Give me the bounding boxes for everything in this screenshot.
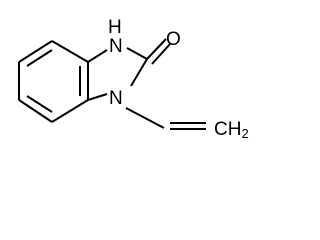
chemical-structure: H N O N CH2 <box>18 17 249 141</box>
bond-n-vinyl <box>125 107 165 129</box>
bond-n-c <box>87 93 108 101</box>
ring-bond-5 <box>18 99 53 123</box>
ring-double-bond-1 <box>26 49 53 67</box>
vinyl-group <box>125 107 206 130</box>
carbonyl <box>146 38 171 65</box>
benzene-ring <box>18 40 89 123</box>
atom-label-n-vinyl: N <box>109 88 123 109</box>
ring-bond-1 <box>18 40 53 63</box>
atom-label-ch2: CH2 <box>214 119 249 141</box>
imidazolone-ring <box>87 47 148 101</box>
ch2-main-text: CH <box>214 119 241 140</box>
carbonyl-bond-1 <box>146 38 167 60</box>
atom-label-nh: N <box>109 36 123 57</box>
atom-label-oxygen: O <box>166 29 181 50</box>
bond-c2-n <box>130 58 148 87</box>
ch2-subscript: 2 <box>241 126 248 141</box>
atom-label-h: H <box>108 17 122 38</box>
ring-bond-4 <box>51 99 89 123</box>
ring-bond-2 <box>51 40 89 63</box>
bond-nh-c2 <box>126 47 148 60</box>
carbonyl-bond-2 <box>151 43 171 65</box>
ring-double-bond-3 <box>26 95 53 113</box>
bond-c-nh <box>87 49 108 63</box>
